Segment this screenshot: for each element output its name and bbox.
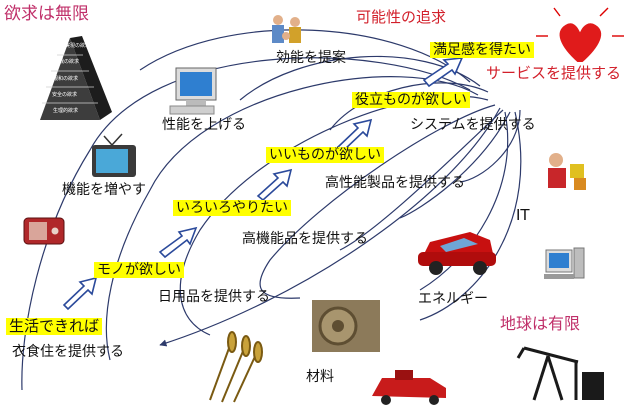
- step-arrow-3: [256, 168, 293, 202]
- curve-6: [399, 111, 511, 219]
- desire-step-6: 満足感を得たい: [430, 42, 534, 58]
- offering-label-1: 衣食住を提供する: [12, 344, 124, 360]
- resource-label-it: IT: [516, 206, 530, 224]
- product-label-performance: 性能を上げる: [162, 117, 246, 133]
- offering-label-4: 高性能製品を提供する: [325, 175, 465, 191]
- pyramid-icon: [40, 36, 112, 120]
- radio-icon: [23, 217, 65, 245]
- curve-11: [419, 111, 509, 291]
- desire-step-5: 役立ものが欲しい: [352, 92, 470, 108]
- curve-4: [259, 104, 496, 299]
- pyramid-level-4: 安全の欲求: [52, 92, 78, 98]
- offering-label-3: 高機能品を提供する: [242, 231, 368, 247]
- curve-7: [459, 109, 521, 183]
- pursuit-of-possibility-label: 可能性の追求: [356, 8, 447, 26]
- pyramid-level-2: 自我の欲求: [54, 59, 80, 65]
- pyramid-level-1: 自己実現の欲求: [55, 43, 91, 49]
- step-arrow-2: [158, 226, 198, 259]
- heart-icon: [536, 7, 624, 64]
- curve-5: [339, 109, 504, 251]
- wheat-icon: [209, 331, 263, 403]
- desire-step-4: いいものが欲しい: [266, 147, 384, 163]
- family-icon: [272, 15, 301, 43]
- pyramid-level-5: 生理的欲求: [53, 108, 79, 114]
- step-arrow-5: [422, 57, 464, 88]
- desire-step-1: 生活できれば: [6, 318, 103, 335]
- curve-10: [329, 82, 489, 131]
- step-arrow-1: [62, 276, 98, 311]
- gear-icon: [312, 300, 380, 352]
- gift-delivery-icon: [548, 153, 586, 190]
- computer-monitor-icon: [169, 67, 217, 115]
- curve-1: [21, 57, 471, 391]
- product-label-functions: 機能を増やす: [62, 182, 146, 198]
- resource-label-materials: 材料: [306, 369, 334, 385]
- resource-label-energy: エネルギー: [418, 291, 488, 307]
- tv-icon: [92, 133, 136, 177]
- offering-label-2: 日用品を提供する: [158, 289, 270, 305]
- desire-step-2: モノが欲しい: [94, 262, 184, 278]
- desire-step-3: いろいろやりたい: [173, 200, 291, 216]
- finite-earth-label: 地球は有限: [500, 314, 581, 333]
- product-label-efficacy: 効能を提案: [276, 50, 346, 66]
- truck-icon: [372, 370, 446, 405]
- curve-12: [419, 111, 522, 321]
- offering-label-6: サービスを提供する: [486, 64, 622, 82]
- step-arrows: [62, 57, 464, 311]
- pyramid-level-3: 親和の欲求: [53, 76, 79, 82]
- oil-pump-icon: [516, 346, 604, 401]
- desktop-pc-icon: [544, 247, 585, 279]
- offering-label-5: システムを提供する: [410, 117, 536, 133]
- infinite-desire-label: 欲求は無限: [4, 4, 89, 24]
- car-icon: [418, 232, 496, 275]
- curve-13: [159, 107, 501, 347]
- curve-2: [105, 76, 479, 361]
- curve-8: [139, 29, 471, 83]
